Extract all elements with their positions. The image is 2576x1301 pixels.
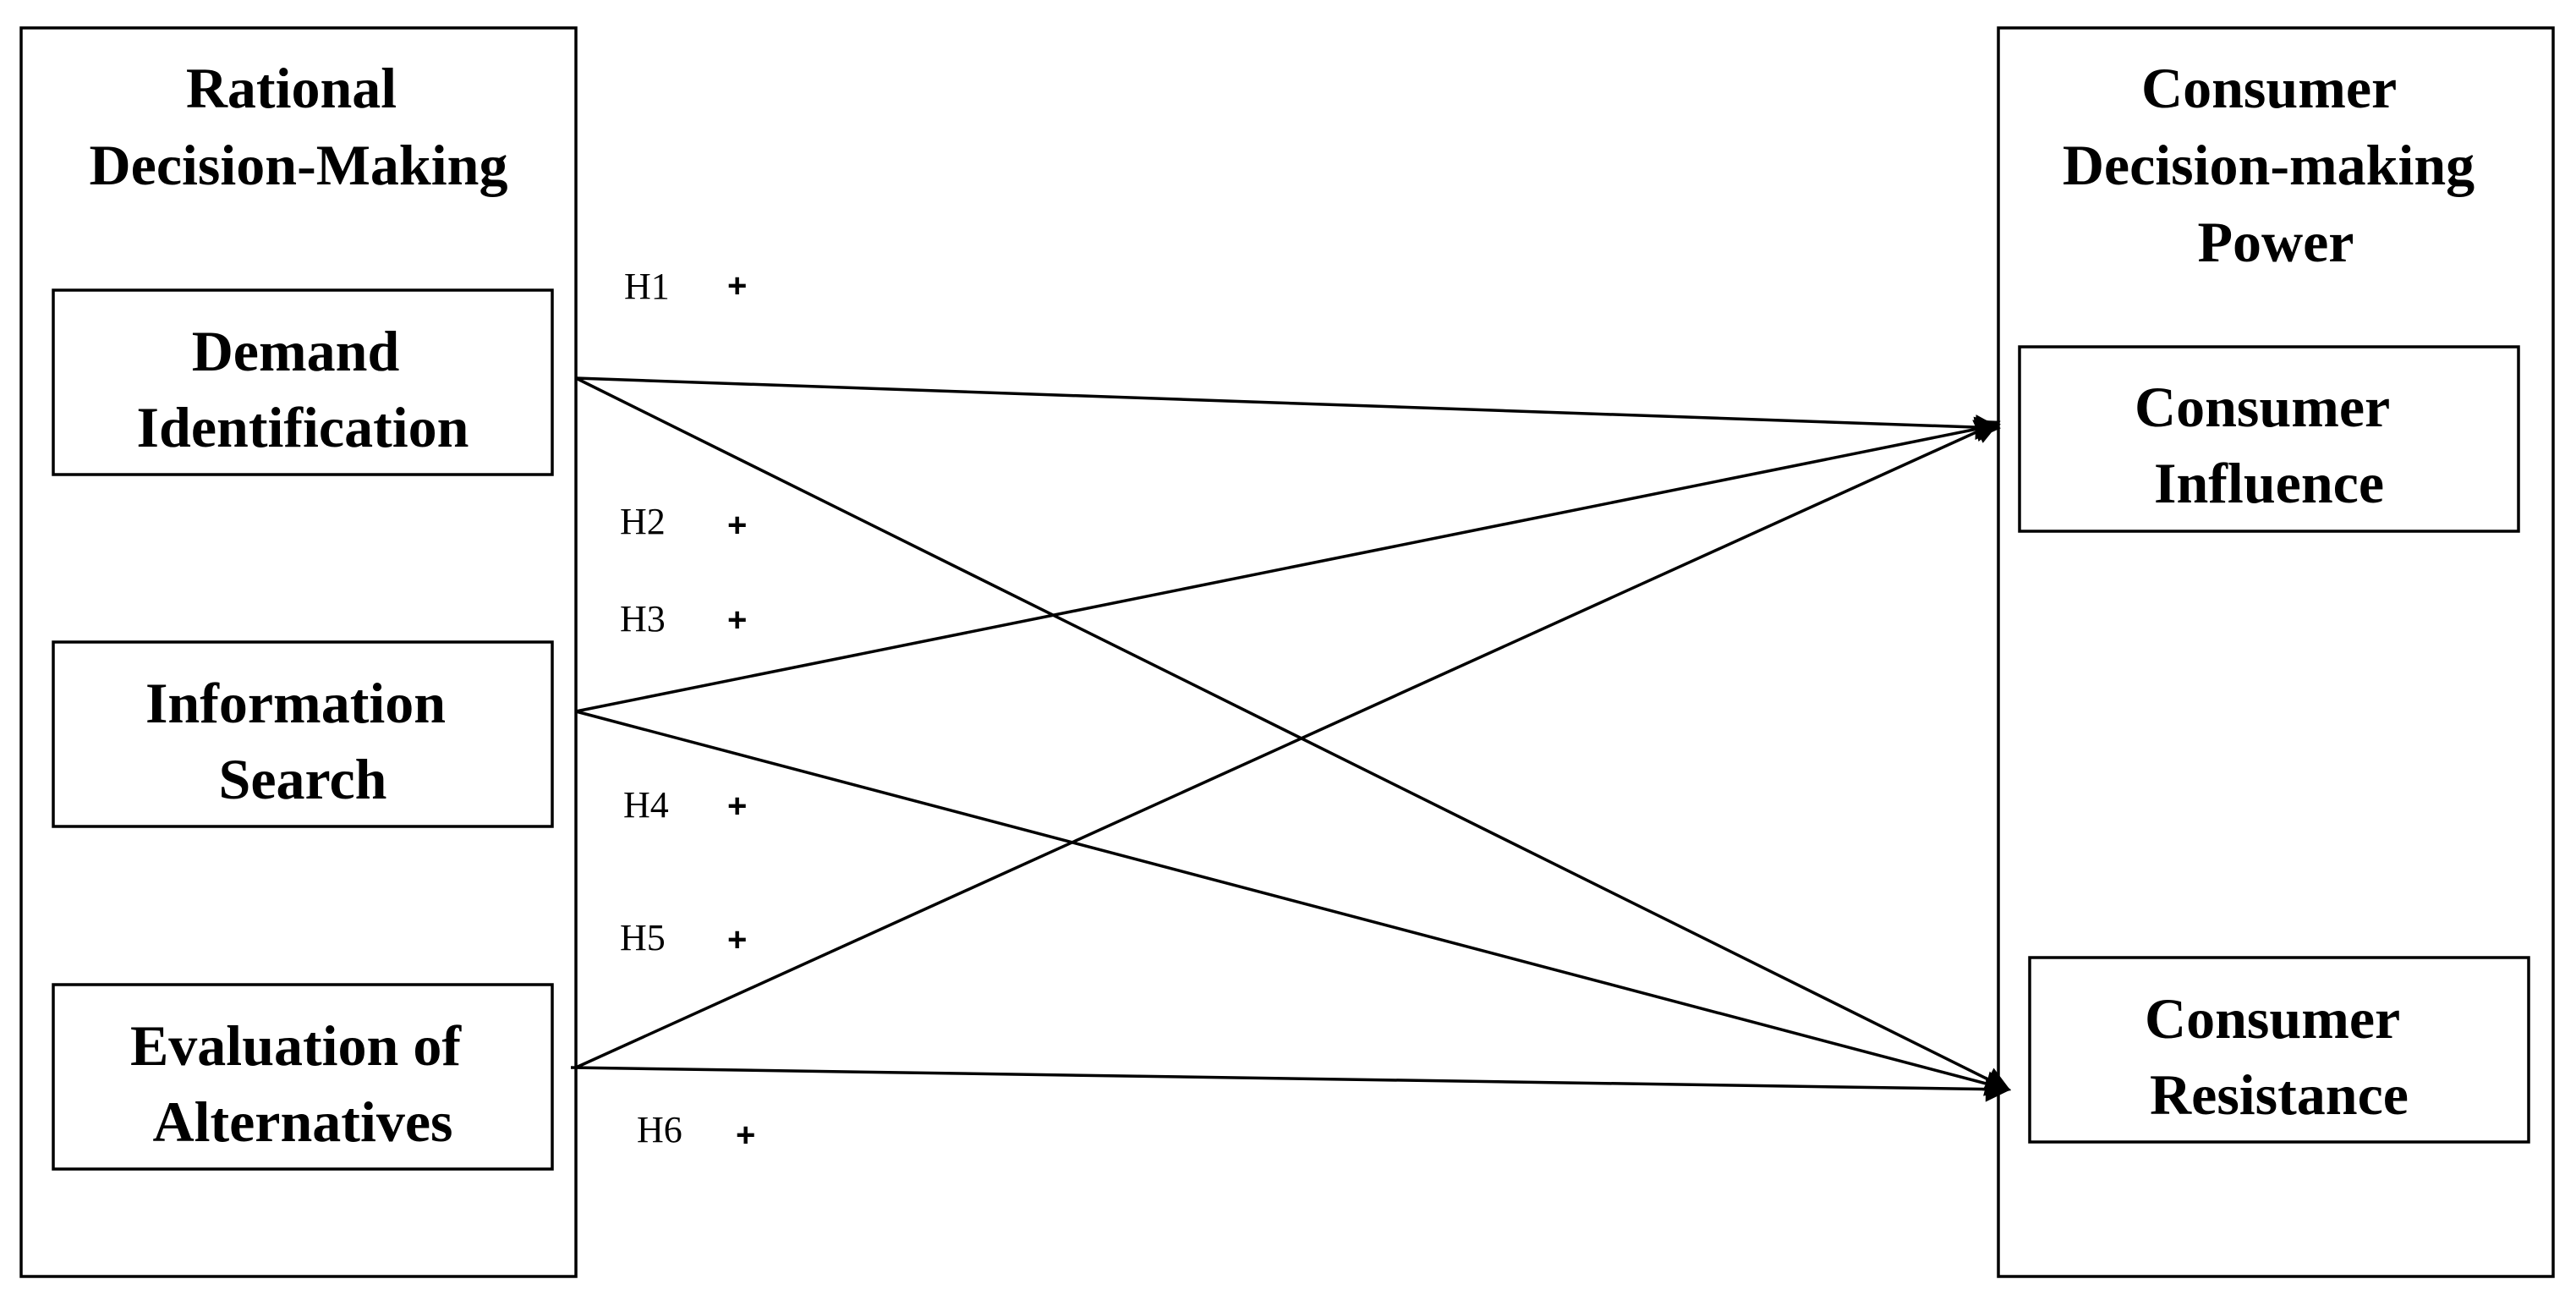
right-group: Consumer Decision-making Power Consumer …	[1997, 26, 2555, 1278]
left-box-information-search: Information Search	[52, 640, 554, 828]
right-title-line-2: Decision-making	[2063, 133, 2475, 197]
hypothesis-h4: H4 +	[623, 784, 747, 826]
hypothesis-label: H3	[620, 598, 666, 640]
right-box-line-2: Influence	[2154, 451, 2384, 515]
right-box-frame	[2018, 345, 2520, 533]
arrow-h3	[575, 416, 2001, 713]
hypothesis-label: H1	[624, 266, 670, 307]
hypothesis-sign: +	[727, 788, 747, 825]
hypothesis-sign: +	[727, 507, 747, 544]
hypothesis-arrows	[570, 376, 2011, 1102]
left-box-line-1: Information	[145, 671, 446, 735]
left-box-text: Demand Identification	[137, 319, 469, 459]
right-group-frame	[1997, 26, 2555, 1278]
arrow-h2	[575, 376, 2011, 1091]
left-group-title: Rational Decision-Making	[90, 56, 508, 197]
left-box-frame	[52, 640, 554, 828]
hypothesis-h2: H2 +	[620, 501, 747, 544]
hypothesis-sign: +	[727, 267, 747, 305]
left-box-demand-identification: Demand Identification	[52, 288, 554, 476]
hypothesis-h1: H1 +	[624, 266, 747, 307]
right-title-line-1: Consumer	[2141, 56, 2396, 120]
left-group-frame	[19, 26, 578, 1278]
hypothesis-sign: +	[727, 601, 747, 639]
right-box-text: Consumer Influence	[2135, 375, 2403, 515]
hypothesis-label: H5	[620, 917, 666, 958]
left-box-text: Evaluation of Alternatives	[130, 1013, 475, 1154]
left-box-evaluation-of-alternatives: Evaluation of Alternatives	[52, 983, 554, 1171]
arrow-h5	[575, 420, 2001, 1069]
arrow-h6	[570, 1066, 2011, 1102]
hypothesis-label: H6	[637, 1109, 682, 1150]
right-box-text: Consumer Resistance	[2145, 986, 2414, 1127]
left-box-line-2: Alternatives	[152, 1090, 452, 1154]
left-box-frame	[52, 983, 554, 1171]
left-box-line-1: Demand	[192, 319, 400, 383]
hypothesis-sign: +	[736, 1117, 755, 1154]
left-box-text: Information Search	[145, 671, 460, 811]
left-box-line-2: Identification	[137, 395, 469, 459]
right-box-consumer-influence: Consumer Influence	[2018, 345, 2520, 533]
hypothesis-h3: H3 +	[620, 598, 747, 640]
left-group: Rational Decision-Making Demand Identifi…	[19, 26, 578, 1278]
right-group-title: Consumer Decision-making Power	[2063, 56, 2489, 274]
arrow-h1	[575, 376, 2001, 441]
left-box-line-2: Search	[219, 747, 387, 811]
right-box-line-1: Consumer	[2145, 986, 2399, 1051]
arrow-h4	[575, 710, 2011, 1096]
left-title-line-1: Rational	[186, 56, 397, 120]
hypothesis-label: H2	[620, 501, 666, 542]
right-title-line-3: Power	[2197, 210, 2354, 274]
right-box-consumer-resistance: Consumer Resistance	[2028, 956, 2530, 1144]
right-box-line-1: Consumer	[2135, 375, 2389, 439]
right-box-line-2: Resistance	[2150, 1062, 2409, 1127]
hypothesis-h5: H5 +	[620, 917, 747, 958]
hypothesis-sign: +	[727, 921, 747, 958]
left-box-frame	[52, 288, 554, 476]
hypothesis-h6: H6 +	[637, 1109, 755, 1154]
left-box-line-1: Evaluation of	[130, 1013, 462, 1078]
hypothesis-labels: H1 + H2 + H3 + H4 + H5 + H6 +	[620, 266, 755, 1154]
left-title-line-2: Decision-Making	[90, 133, 508, 197]
right-box-frame	[2028, 956, 2530, 1144]
hypothesis-label: H4	[623, 784, 669, 826]
